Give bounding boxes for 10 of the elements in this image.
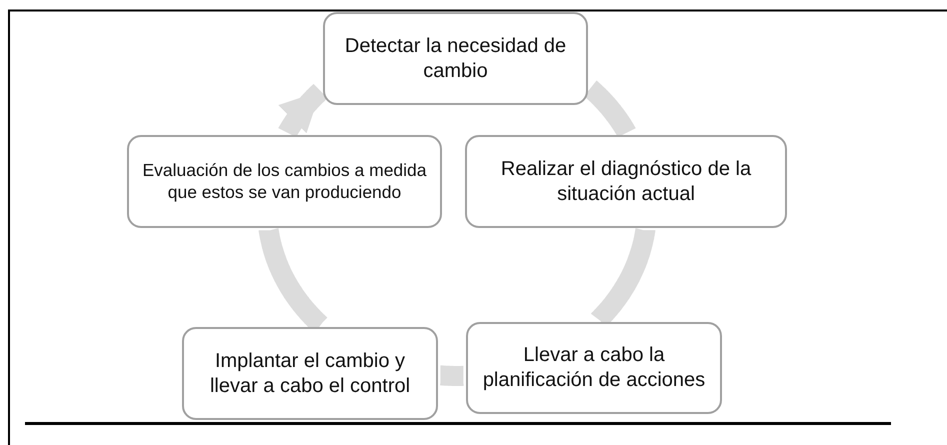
process-box [465,135,787,228]
box-label: Realizar el diagnóstico de la situación actual [500,156,752,206]
process-box [323,12,588,105]
process-box [127,135,442,228]
process-box [182,327,438,420]
box-label: Llevar a cabo la planificación de acciones [482,343,706,393]
process-box [466,322,722,414]
box-label: Detectar la necesidad de cambio [344,34,568,84]
box-label: Implantar el cambio y llevar a cabo el control [208,348,412,398]
box-label: Evaluación de los cambios a medida que estos se van produciendo [141,160,428,204]
